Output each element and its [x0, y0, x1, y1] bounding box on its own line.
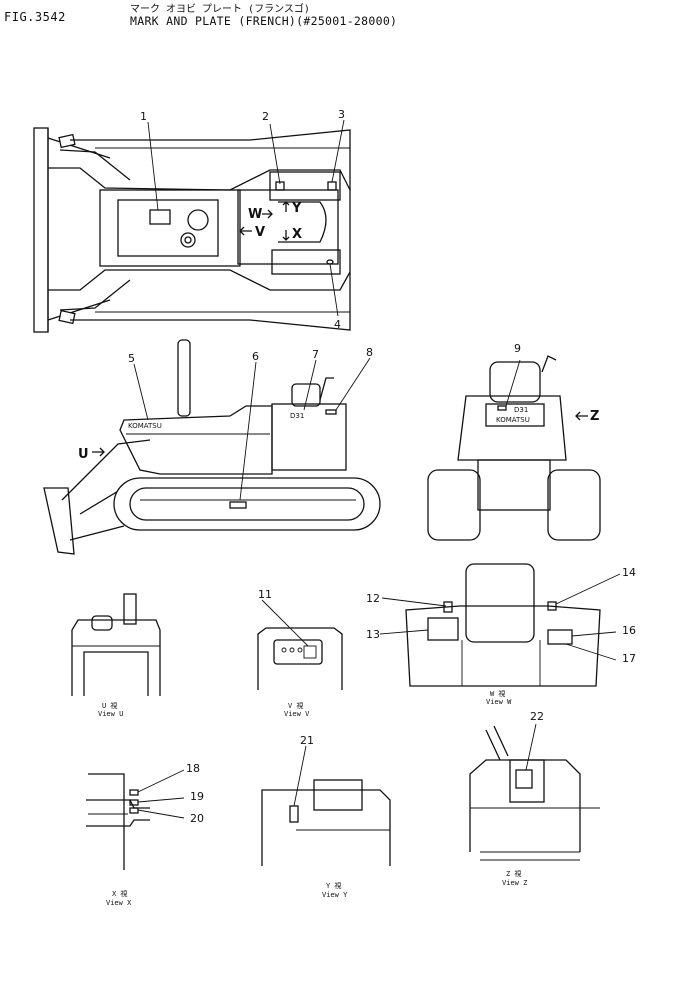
- view-marker-v: V: [255, 225, 265, 240]
- caption-u-en: View U: [98, 710, 123, 718]
- caption-x-en: View X: [106, 899, 132, 907]
- brand-decal-side: KOMATSU: [128, 422, 162, 430]
- plate-11-location: [303, 645, 317, 659]
- callout-14: 14: [622, 566, 636, 579]
- caption-u-jp: U 視: [102, 701, 117, 710]
- callout-17: 17: [622, 652, 636, 665]
- callout-7: 7: [312, 348, 319, 361]
- view-marker-z: Z: [590, 409, 599, 424]
- callout-22: 22: [530, 710, 544, 723]
- view-w: 12 13 14 16 17 W 視 View W: [366, 563, 636, 706]
- callout-20: 20: [190, 812, 204, 825]
- view-marker-w: W: [248, 207, 262, 222]
- callout-21: 21: [300, 734, 314, 747]
- plate-9-location: [497, 405, 507, 411]
- view-marker-u: U: [78, 447, 89, 462]
- caption-v-en: View V: [284, 710, 310, 718]
- callout-13: 13: [366, 628, 380, 641]
- caption-w-en: View W: [486, 698, 512, 706]
- callout-4: 4: [334, 318, 341, 331]
- top-view-dozer: 1 2 3 4 W V Y X: [33, 108, 351, 333]
- view-v: 11 V 視 View V: [257, 588, 343, 718]
- callout-6: 6: [252, 350, 259, 363]
- plate-13-location: [427, 617, 459, 641]
- callout-2: 2: [262, 110, 269, 123]
- view-marker-x: X: [292, 227, 302, 242]
- view-u: U 視 View U: [71, 593, 161, 718]
- callout-1: 1: [140, 110, 147, 123]
- figure-number: FIG.3542: [4, 10, 66, 24]
- plate-8-location: [325, 409, 337, 415]
- plate-19-location: [129, 799, 139, 806]
- callout-11: 11: [258, 588, 272, 601]
- title-english: MARK AND PLATE (FRENCH)(#25001-28000): [130, 14, 398, 28]
- mark-6-location: [229, 501, 247, 509]
- callout-3: 3: [338, 108, 345, 121]
- caption-z-en: View Z: [502, 879, 527, 887]
- view-marker-y: Y: [291, 201, 302, 216]
- caption-z-jp: Z 視: [506, 869, 521, 878]
- callout-16: 16: [622, 624, 636, 637]
- callout-12: 12: [366, 592, 380, 605]
- plate-3-location: [327, 181, 337, 191]
- plate-16-location: [547, 629, 573, 645]
- callout-18: 18: [186, 762, 200, 775]
- side-view-dozer: KOMATSU D31 5 6 7 8 U: [43, 339, 381, 555]
- caption-v-jp: V 視: [288, 701, 303, 710]
- plate-4-location: [326, 259, 334, 265]
- callout-9: 9: [514, 342, 521, 355]
- view-x: 18 19 20 X 視 View X: [86, 762, 204, 907]
- plate-12-location: [443, 601, 453, 613]
- callout-8: 8: [366, 346, 373, 359]
- blade-top: [33, 127, 49, 333]
- model-decal-rear: D31: [514, 406, 528, 414]
- callout-19: 19: [190, 790, 204, 803]
- callout-5: 5: [128, 352, 135, 365]
- plate-22-location: [515, 769, 533, 789]
- caption-y-en: View Y: [322, 891, 348, 899]
- plate-18-location: [129, 789, 139, 796]
- model-decal-side: D31: [290, 412, 304, 420]
- caption-x-jp: X 視: [112, 889, 127, 898]
- view-y: 21 Y 視 View Y: [261, 734, 391, 899]
- brand-decal-rear: KOMATSU: [496, 416, 530, 424]
- view-z: 22 Z 視 View Z: [469, 710, 600, 887]
- caption-w-jp: W 視: [490, 689, 505, 698]
- mark-1-location: [149, 209, 171, 225]
- title-japanese: マーク オヨビ プレート (フランスゴ): [130, 4, 310, 15]
- plate-20-location: [129, 807, 139, 814]
- caption-y-jp: Y 視: [326, 881, 341, 890]
- plate-14-location: [547, 601, 557, 611]
- rear-view-dozer: D31 KOMATSU 9 Z: [427, 342, 601, 541]
- plate-21-location: [289, 805, 299, 823]
